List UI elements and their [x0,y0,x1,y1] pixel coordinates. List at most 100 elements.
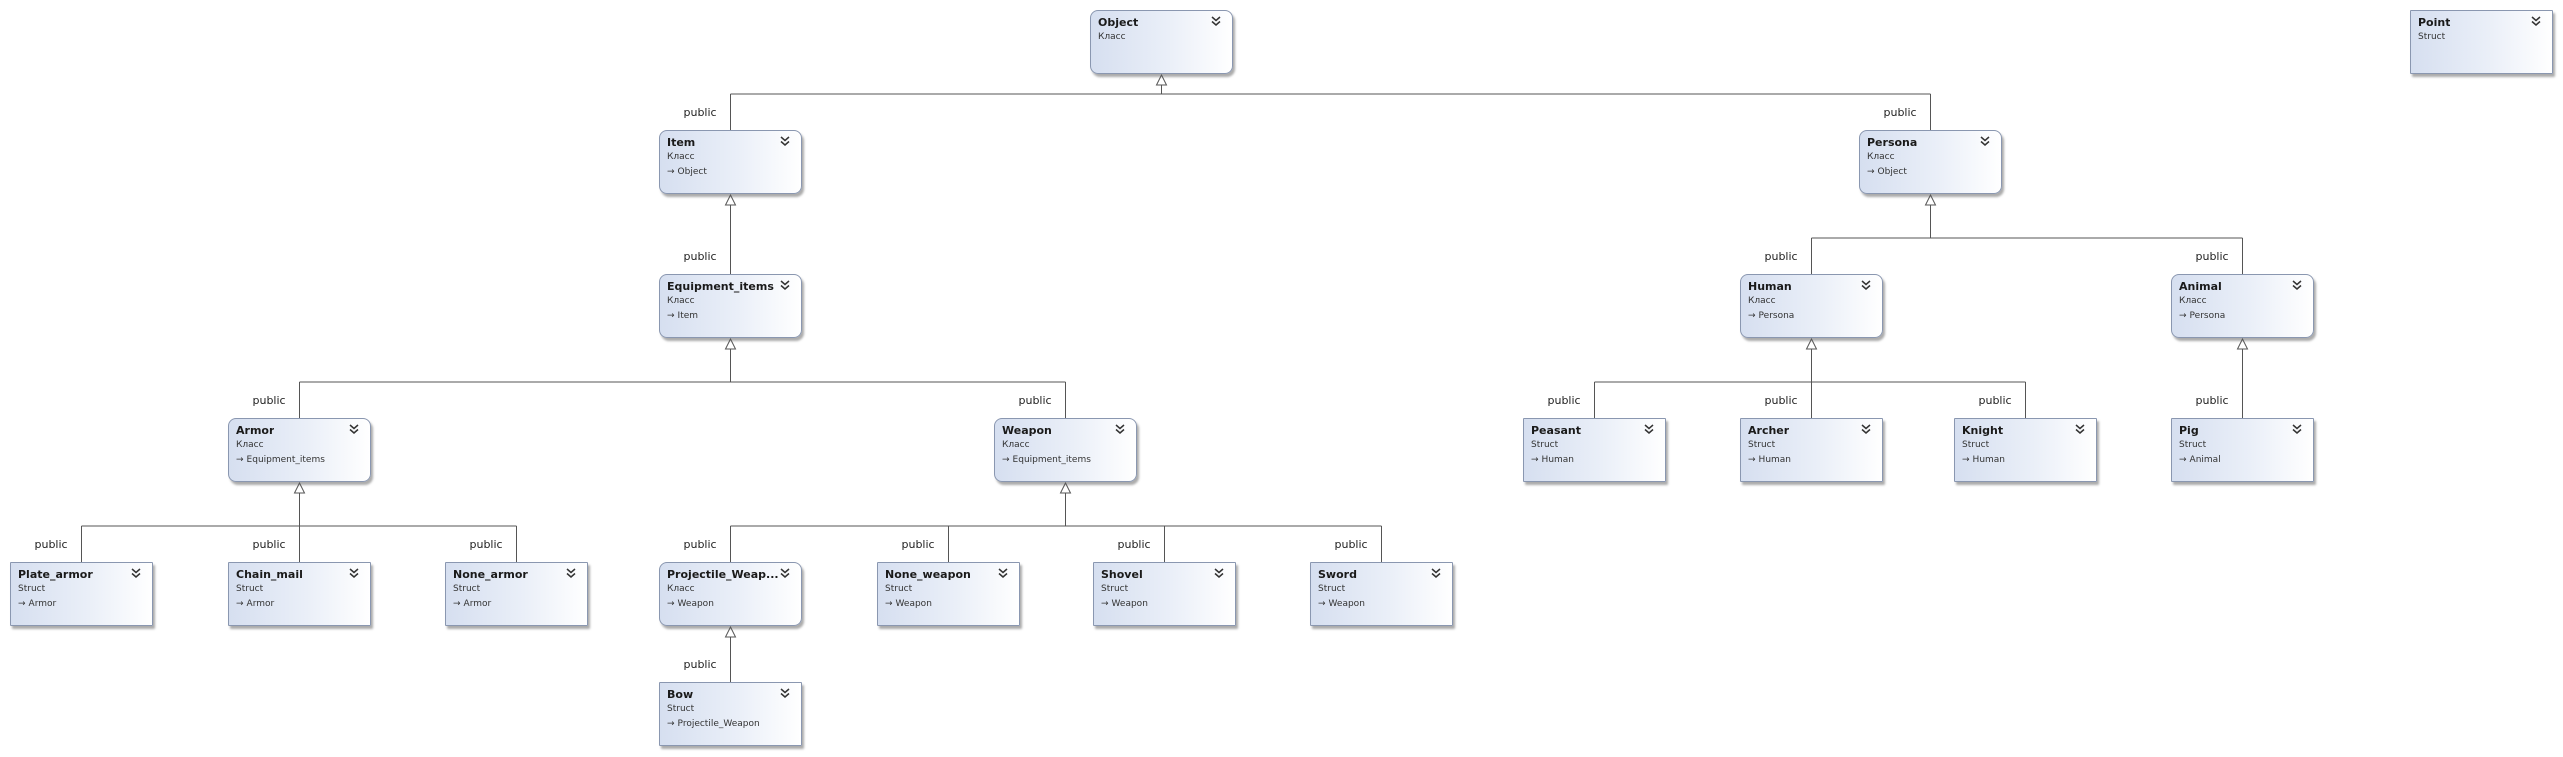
node-base: →Weapon [1101,599,1148,609]
edge-label-knight: public [1978,394,2012,407]
node-title: Projectile_Weap... [667,568,779,581]
inherits-arrow-icon: → [1748,455,1756,465]
chevron-double-down-icon[interactable] [1114,423,1126,435]
chevron-double-down-icon[interactable] [779,279,791,291]
node-title: Archer [1748,424,1790,437]
chevron-double-down-icon[interactable] [348,567,360,579]
node-base: →Human [1531,455,1574,465]
node-kind: Struct [1531,440,1559,450]
node-base-name: Human [1541,455,1575,465]
chevron-double-down-icon[interactable] [2530,15,2542,27]
node-base-name: Equipment_items [246,455,325,465]
edge-label-animal: public [2195,250,2229,263]
inherits-arrow-icon: → [1002,455,1010,465]
chevron-double-down-icon[interactable] [1213,567,1225,579]
inheritance-arrowhead [1805,337,1818,350]
node-base: →Armor [453,599,491,609]
chevron-double-down-icon[interactable] [2074,423,2086,435]
inherits-arrow-icon: → [18,599,26,609]
node-kind: Struct [1101,584,1129,594]
inheritance-arrowhead [2236,337,2249,350]
inherits-arrow-icon: → [667,167,675,177]
node-title: None_weapon [885,568,971,581]
node-kind: Struct [885,584,913,594]
node-title: Sword [1318,568,1357,581]
edge-label-plate-armor: public [34,538,68,551]
node-base: →Armor [18,599,56,609]
inheritance-arrowhead [724,193,737,206]
inheritance-arrowhead [724,625,737,638]
node-base-name: Animal [2189,455,2221,465]
chevron-double-down-icon[interactable] [1860,423,1872,435]
node-title: Object [1098,16,1139,29]
edge-label-none-weapon: public [901,538,935,551]
chevron-double-down-icon[interactable] [130,567,142,579]
node-base-name: Persona [1758,311,1795,321]
node-base: →Weapon [667,599,714,609]
node-base-name: Item [677,311,699,321]
edge-label-item: public [683,106,717,119]
node-kind: Класс [1867,152,1895,162]
node-base: →Equipment_items [236,455,325,465]
chevron-double-down-icon[interactable] [1643,423,1655,435]
node-base-name: Armor [28,599,57,609]
node-base: →Persona [1748,311,1794,321]
node-kind: Struct [18,584,46,594]
edge-label-weapon: public [1018,394,1052,407]
chevron-double-down-icon[interactable] [779,687,791,699]
chevron-double-down-icon[interactable] [1979,135,1991,147]
chevron-double-down-icon[interactable] [779,135,791,147]
chevron-double-down-icon[interactable] [1210,15,1222,27]
node-title: Pig [2179,424,2199,437]
chevron-double-down-icon[interactable] [2291,423,2303,435]
class-node-projectile-weapon[interactable]: Projectile_Weap...Класс→Weapon [659,562,802,626]
chevron-double-down-icon[interactable] [1860,279,1872,291]
node-title: Knight [1962,424,2004,437]
edge-label-sword: public [1334,538,1368,551]
node-base: →Item [667,311,698,321]
chevron-double-down-icon[interactable] [348,423,360,435]
inheritance-arrowhead [1059,481,1072,494]
chevron-double-down-icon[interactable] [2291,279,2303,291]
chevron-double-down-icon[interactable] [779,567,791,579]
chevron-double-down-icon[interactable] [1430,567,1442,579]
edge-label-persona: public [1883,106,1917,119]
inheritance-arrowhead [293,481,306,494]
inherits-arrow-icon: → [453,599,461,609]
node-title: Item [667,136,696,149]
node-base-name: Armor [246,599,275,609]
chevron-double-down-icon[interactable] [997,567,1009,579]
edge-label-none-armor: public [469,538,503,551]
node-title: Weapon [1002,424,1052,437]
node-kind: Struct [2179,440,2207,450]
node-kind: Struct [236,584,264,594]
edge-label-peasant: public [1547,394,1581,407]
node-base-name: Weapon [1111,599,1148,609]
node-title: Animal [2179,280,2222,293]
node-base: →Projectile_Weapon [667,719,760,729]
chevron-double-down-icon[interactable] [565,567,577,579]
node-base: →Armor [236,599,274,609]
node-base-name: Weapon [895,599,932,609]
